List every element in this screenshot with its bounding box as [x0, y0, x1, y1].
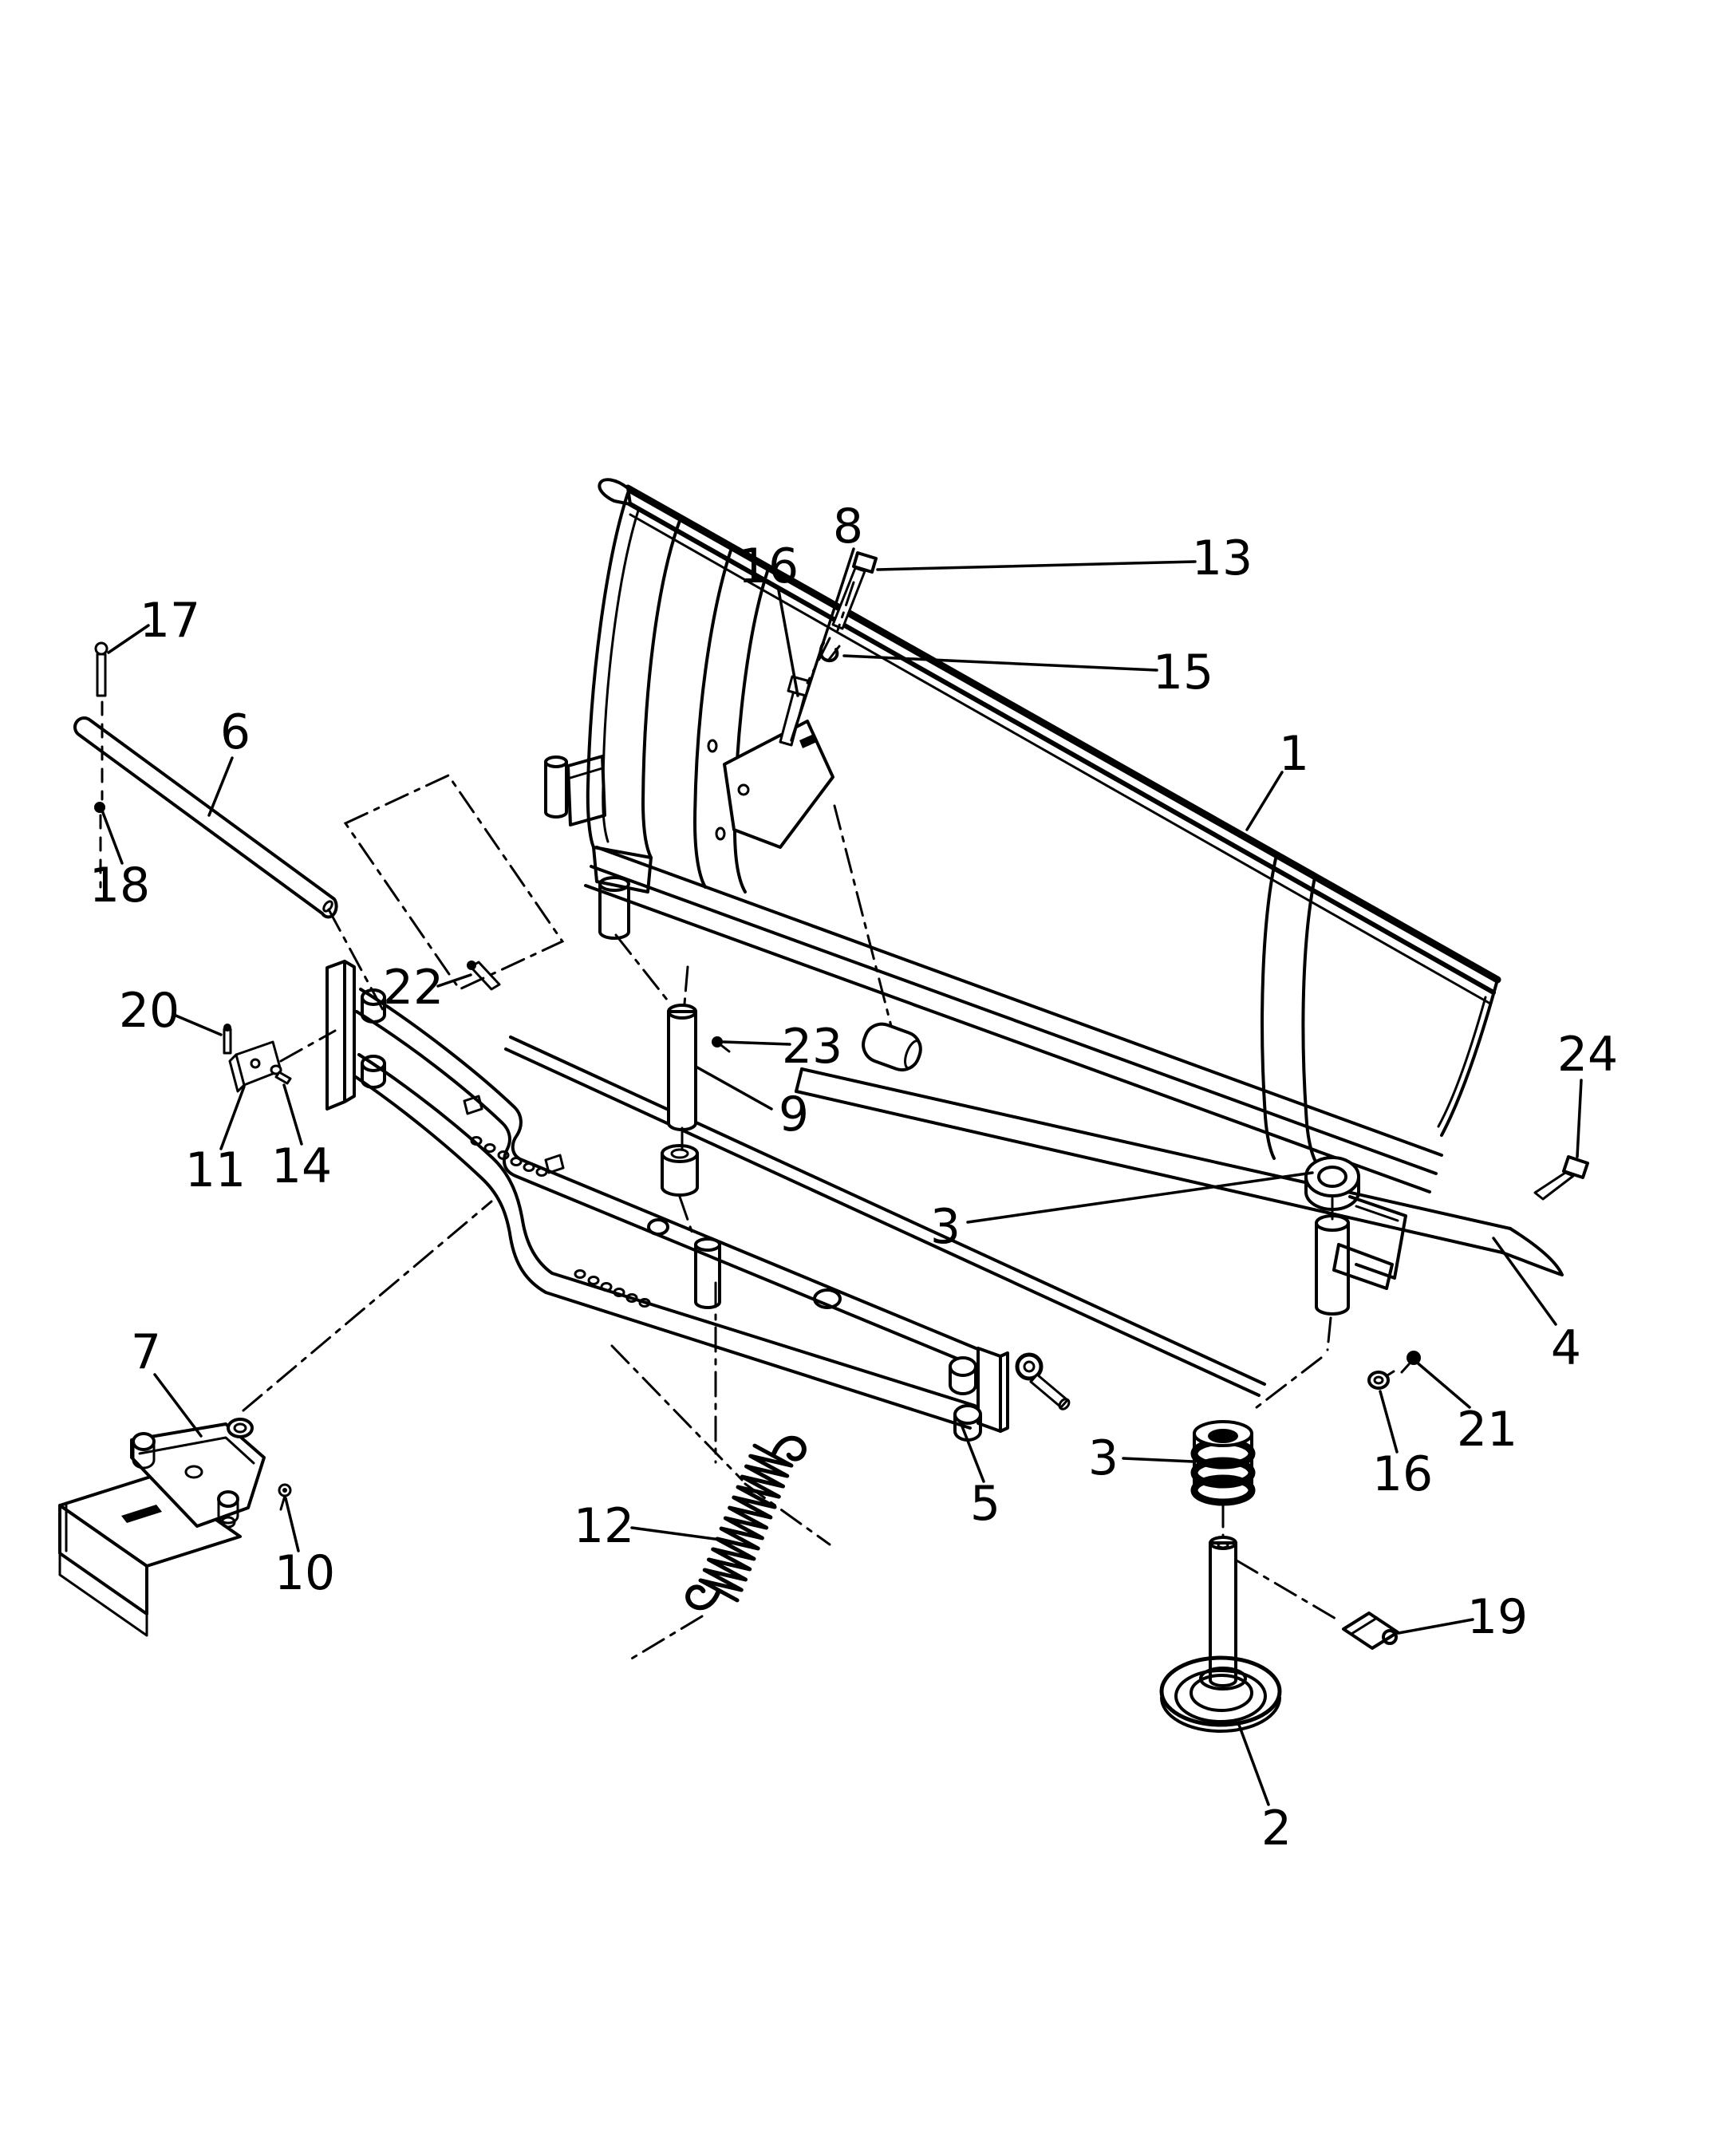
callout-3-label: 3: [930, 1199, 961, 1255]
bolt-10: [278, 1483, 292, 1511]
callout-9-leader: [696, 1066, 773, 1111]
callout-3-label: 3: [1088, 1430, 1119, 1486]
callout-10-leader: [284, 1497, 300, 1552]
mount-bracket: [58, 1418, 266, 1637]
nut-21: [1400, 1351, 1421, 1374]
callout-13-label: 13: [1192, 531, 1253, 586]
tension-spring: [685, 1435, 807, 1611]
latch-pin-20: [223, 1024, 232, 1055]
callout-11-leader: [219, 1085, 246, 1150]
callout-15-leader: [842, 654, 1158, 672]
skid-caster: [1159, 1536, 1282, 1733]
callout-22-leader: [436, 973, 472, 988]
callout-23-label: 23: [782, 1019, 842, 1075]
callout-16-label: 16: [1372, 1446, 1433, 1502]
callout-14-label: 14: [271, 1138, 332, 1194]
callout-21-label: 21: [1457, 1402, 1517, 1458]
cutting-edge: [795, 1067, 1564, 1276]
callout-12-label: 12: [574, 1498, 634, 1554]
callout-16-leader: [777, 589, 799, 697]
blade-pivot-hinge: [1304, 1156, 1407, 1316]
callout-12-leader: [630, 1526, 722, 1541]
callout-22-label: 22: [383, 960, 444, 1016]
callout-6-label: 6: [220, 704, 251, 760]
blade-top-tip: [598, 478, 632, 506]
callout-3-leader: [966, 1171, 1314, 1224]
callout-20-label: 20: [119, 983, 180, 1039]
callout-3-leader: [1122, 1457, 1194, 1463]
bolt-24: [1533, 1155, 1589, 1201]
callout-11-label: 11: [185, 1142, 246, 1198]
trip-plate: [723, 675, 834, 849]
callouts-layer: 1233456789101112131415161617181920212223…: [89, 499, 1618, 1856]
clevis-pin-14: [270, 1064, 292, 1085]
callout-7-leader: [153, 1373, 203, 1438]
pivot-pin-9: [667, 1004, 697, 1131]
a-frame: [326, 960, 1071, 1442]
spacer-coil: [1190, 1420, 1256, 1506]
callout-4-label: 4: [1551, 1320, 1581, 1376]
adjustment-holes: [470, 1136, 651, 1308]
callout-16-leader: [1379, 1390, 1399, 1454]
callout-1-leader: [1245, 771, 1284, 831]
callout-15-label: 15: [1153, 645, 1213, 700]
callout-2-leader: [1237, 1723, 1270, 1806]
callout-9-label: 9: [779, 1087, 809, 1142]
callout-10-label: 10: [274, 1545, 335, 1601]
callout-8-leader: [790, 547, 855, 742]
callout-18-leader: [101, 809, 124, 865]
bolt-23: [712, 1036, 731, 1053]
callout-13-leader: [876, 560, 1197, 571]
callout-17-label: 17: [140, 593, 200, 649]
pin-22: [467, 961, 501, 991]
callout-19-leader: [1397, 1618, 1474, 1635]
callout-4-leader: [1492, 1237, 1557, 1326]
callout-5-leader: [959, 1421, 985, 1483]
callout-24-label: 24: [1557, 1027, 1618, 1083]
callout-24-leader: [1576, 1079, 1583, 1158]
callout-8-label: 8: [833, 499, 863, 554]
callout-14-leader: [282, 1083, 303, 1146]
callout-18-label: 18: [89, 858, 150, 913]
bolt-17: [94, 641, 108, 697]
callout-7-label: 7: [131, 1324, 161, 1380]
bushing-under-pin-9: [661, 1144, 699, 1197]
latch-bracket-11: [228, 1040, 282, 1093]
callout-1-label: 1: [1279, 726, 1309, 782]
callout-16-label: 16: [738, 538, 799, 594]
clip-pin-19: [1342, 1612, 1399, 1650]
centerlines: [99, 581, 1339, 1661]
callout-21-leader: [1414, 1359, 1471, 1409]
callout-19-label: 19: [1467, 1589, 1528, 1645]
callout-2-label: 2: [1261, 1801, 1292, 1856]
bolt-16-lower: [1367, 1370, 1395, 1390]
pivot-rod: [73, 716, 338, 919]
callout-5-label: 5: [970, 1476, 1000, 1532]
callout-20-leader: [172, 1013, 223, 1036]
callout-6-leader: [207, 756, 234, 817]
callout-17-leader: [107, 624, 150, 654]
callout-23-leader: [722, 1040, 791, 1046]
